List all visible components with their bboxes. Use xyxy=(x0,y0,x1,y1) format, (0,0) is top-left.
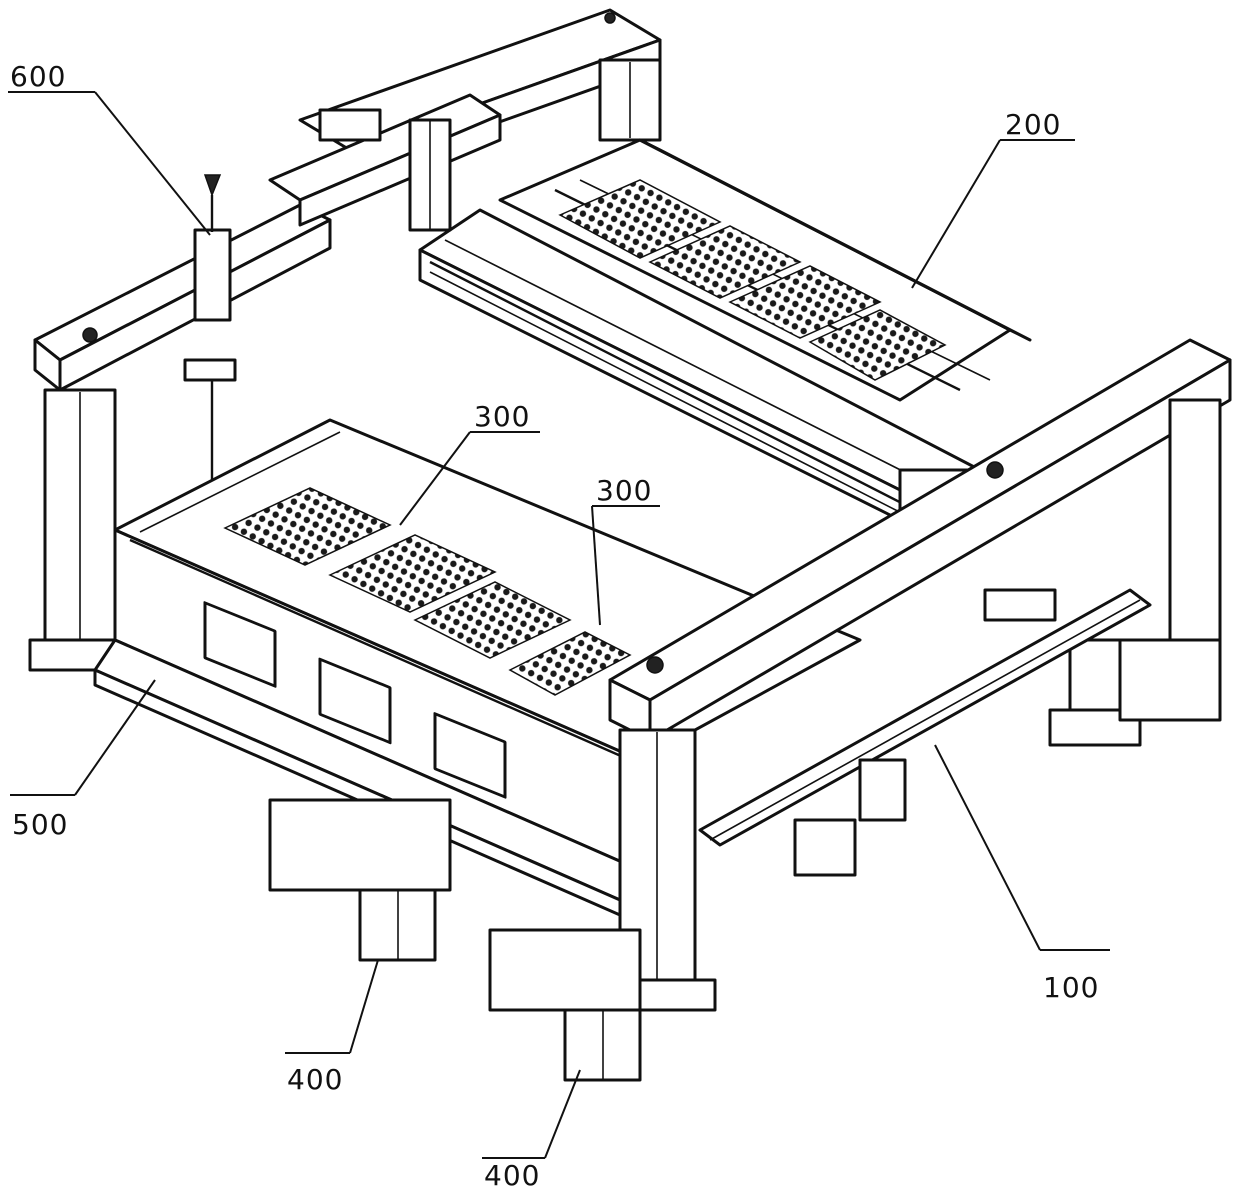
label-100: 100 xyxy=(1043,971,1099,1004)
label-400-left: 400 xyxy=(287,1063,343,1096)
lift-unit-right xyxy=(490,930,640,1080)
label-500: 500 xyxy=(12,808,68,841)
left-top-beam xyxy=(35,205,330,390)
rear-right-post xyxy=(600,60,660,140)
label-300-left: 300 xyxy=(474,400,530,433)
label-600: 600 xyxy=(10,60,66,93)
lift-unit-left xyxy=(270,800,450,960)
label-200: 200 xyxy=(1005,108,1061,141)
label-300-right: 300 xyxy=(596,474,652,507)
label-400-right: 400 xyxy=(484,1159,540,1192)
